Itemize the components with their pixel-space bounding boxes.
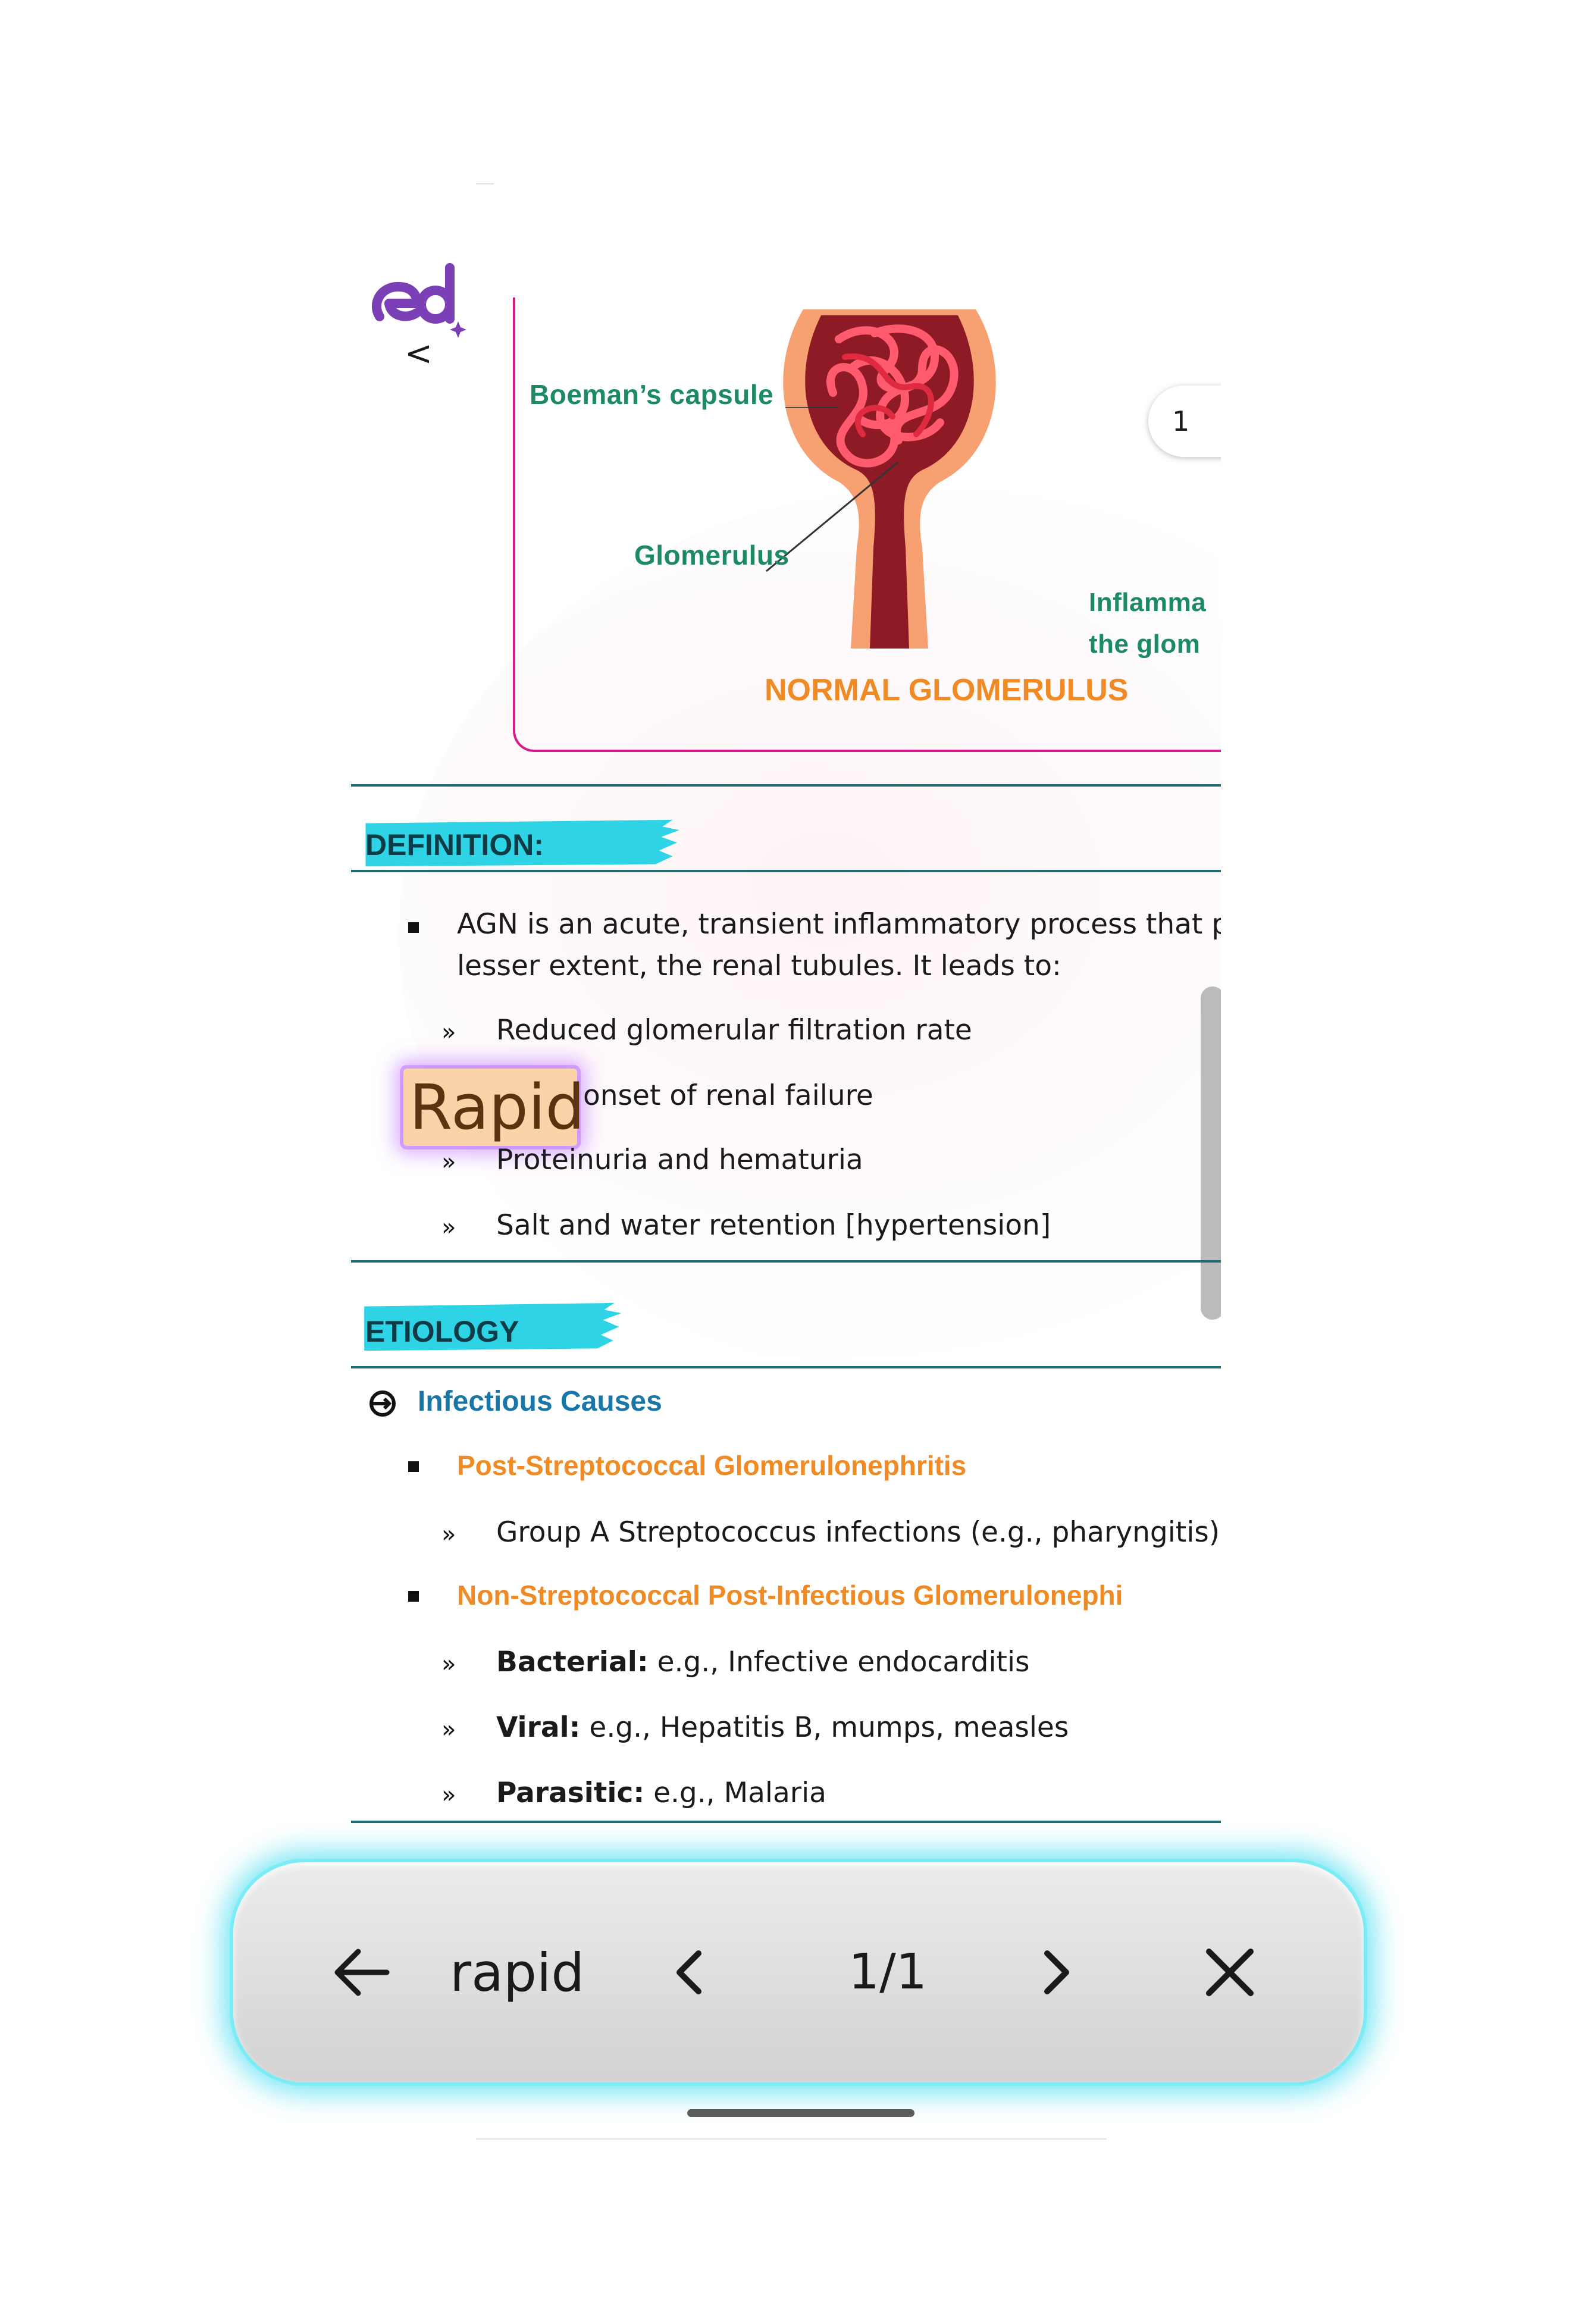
bullet (408, 922, 419, 933)
nonstrep-item-text: e.g., Hepatitis B, mumps, measles (580, 1711, 1069, 1744)
section-rule (351, 784, 1221, 787)
glomerulus-label: Glomerulus (634, 540, 790, 571)
sub-bullet: » (441, 1781, 456, 1809)
home-indicator[interactable] (687, 2109, 914, 2117)
psgn-heading: Post-Streptococcal Glomerulonephritis (457, 1450, 967, 1481)
sub-bullet: » (441, 1019, 456, 1046)
capsule-label: Boeman’s capsule (530, 379, 774, 410)
find-match-count: 1/1 (848, 1944, 927, 2000)
close-icon[interactable] (1197, 1940, 1263, 2005)
glomerulus-leader-line (766, 461, 899, 572)
diagram-leader-lines (732, 406, 988, 478)
heading-brush (365, 819, 679, 867)
bullet (408, 1591, 419, 1602)
definition-item: Salt and water retention [hypertension] (496, 1209, 1051, 1242)
etiology-heading: ETIOLOGY (365, 1315, 519, 1348)
sub-bullet: » (441, 1650, 456, 1678)
sub-bullet: » (441, 1214, 456, 1241)
sub-bullet: » (441, 1148, 456, 1176)
definition-item: Reduced glomerular filtration rate (496, 1014, 972, 1047)
definition-intro-line1: AGN is an acute, transient inflammatory … (457, 908, 1221, 941)
heading-brush (364, 1302, 622, 1351)
nonstrep-item-text: e.g., Malaria (644, 1777, 826, 1809)
diagram-frame (513, 297, 1221, 752)
diagram-caption: NORMAL GLOMERULUS (765, 673, 1129, 707)
definition-item: onset of renal failure (583, 1079, 873, 1112)
nonstrep-heading: Non-Streptococcal Post-Infectious Glomer… (457, 1580, 1123, 1611)
sub-bullet: » (441, 1716, 456, 1743)
watermark (399, 488, 1221, 1380)
sub-bullet: » (441, 1521, 456, 1548)
inflamed-label-line1: Inflamma (1089, 588, 1207, 617)
definition-intro-line2: lesser extent, the renal tubules. It lea… (457, 950, 1061, 982)
nonstrep-item: Parasitic: e.g., Malaria (496, 1777, 826, 1809)
page-number-chip[interactable]: 1 (1148, 386, 1221, 457)
find-query-input[interactable] (450, 1940, 616, 2005)
search-match-highlight[interactable]: Rapid (403, 1069, 585, 1146)
section-rule (351, 1260, 1221, 1263)
find-in-page-bar: 1/1 (233, 1862, 1364, 2082)
back-chevron-icon[interactable]: < (405, 334, 433, 373)
nonstrep-item-label: Bacterial: (496, 1646, 649, 1678)
definition-heading: DEFINITION: (365, 828, 544, 862)
chevron-left-icon[interactable] (662, 1943, 721, 2002)
nonstrep-item-label: Viral: (496, 1711, 581, 1744)
arrow-left-icon[interactable] (328, 1940, 394, 2005)
ed-logo-icon (372, 263, 466, 338)
infectious-causes-heading: Infectious Causes (418, 1386, 662, 1417)
nonstrep-item-label: Parasitic: (496, 1777, 645, 1809)
definition-item: Proteinuria and hematuria (496, 1144, 863, 1176)
nonstrep-item: Viral: e.g., Hepatitis B, mumps, measles (496, 1711, 1069, 1744)
nonstrep-item: Bacterial: e.g., Infective endocarditis (496, 1646, 1030, 1678)
glomerulus-diagram (783, 309, 996, 649)
section-rule (351, 1366, 1221, 1368)
arrow-circle-icon (369, 1390, 396, 1417)
psgn-item: Group A Streptococcus infections (e.g., … (496, 1516, 1220, 1549)
document-page[interactable]: < Boeman’s capsule Glomerulus Inflamma t… (351, 262, 1221, 1833)
nonstrep-item-text: e.g., Infective endocarditis (648, 1646, 1030, 1678)
section-rule (351, 1821, 1221, 1823)
vertical-scrollbar[interactable] (1201, 986, 1221, 1320)
bullet (408, 1461, 419, 1472)
section-rule (351, 870, 1221, 872)
chevron-right-icon[interactable] (1025, 1943, 1084, 2002)
brand-logo[interactable] (369, 262, 470, 375)
inflamed-label-line2: the glom (1089, 629, 1201, 659)
